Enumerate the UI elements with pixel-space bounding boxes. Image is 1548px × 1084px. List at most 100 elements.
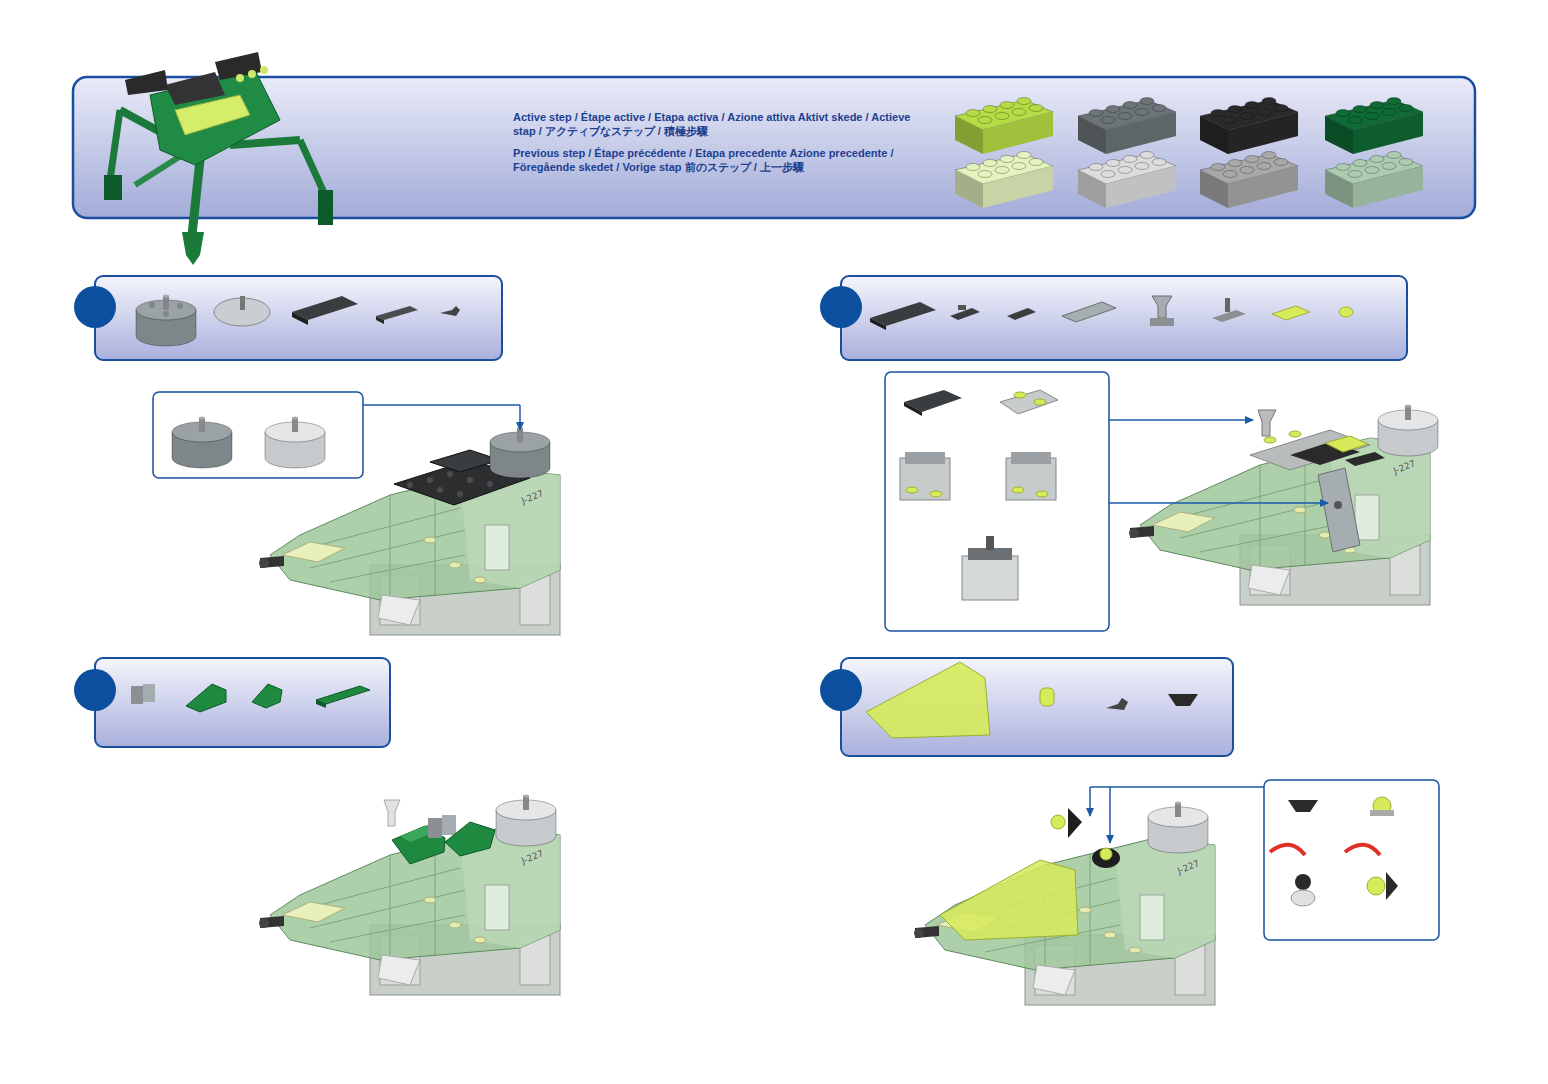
- part-icons: [1152, 296, 1172, 318]
- part-icons: [177, 303, 183, 309]
- legend-panel: [73, 77, 1475, 218]
- model-step-2: [1334, 501, 1342, 509]
- parts-bar: [95, 658, 390, 747]
- part-icons: [252, 684, 282, 708]
- part-icons: [316, 700, 326, 708]
- part-icons: [440, 306, 460, 316]
- part-icons: [149, 302, 155, 308]
- callout-content: [905, 452, 945, 464]
- brick-samples: [1078, 98, 1176, 155]
- part-icons: [163, 311, 169, 317]
- part-icons: [1150, 318, 1174, 326]
- callout-box: [153, 392, 363, 478]
- model-step-4: [1100, 848, 1112, 860]
- model-step-2: [1109, 419, 1253, 421]
- callout-content: [1270, 845, 1305, 855]
- callout-content: [1367, 877, 1385, 895]
- model-step-2: [1264, 437, 1276, 443]
- callout-content: [1014, 392, 1046, 405]
- callout-content: [900, 458, 950, 500]
- callout-content: [906, 487, 918, 493]
- callout-content: [1034, 399, 1046, 405]
- brick-samples: [1200, 98, 1298, 155]
- part-icons: [316, 686, 370, 704]
- legend-panel: [73, 77, 1475, 218]
- robot-model: [192, 160, 200, 235]
- part-icons: [1225, 298, 1230, 312]
- callout-content: [172, 417, 232, 469]
- part-icons: [1339, 307, 1353, 317]
- part-icons: [1272, 306, 1310, 320]
- robot-model: [248, 70, 256, 78]
- callout-content: [265, 417, 325, 469]
- robot-model: [104, 52, 333, 265]
- callout-box: [885, 372, 1109, 631]
- part-icons: [149, 299, 183, 317]
- model-step-3: [428, 818, 442, 838]
- part-icons: [866, 662, 1198, 738]
- brick-samples: [1200, 152, 1298, 209]
- model-step-1: [259, 468, 560, 635]
- model-step-2: [1289, 431, 1301, 437]
- robot-model: [300, 140, 325, 195]
- step-marker: [74, 669, 116, 711]
- brick-samples: [1325, 152, 1423, 209]
- brick-samples: [955, 98, 1423, 209]
- callout-content: [906, 487, 942, 497]
- model-step-2: [1109, 502, 1328, 504]
- callout-content: [986, 536, 994, 550]
- callout-content: [1295, 874, 1311, 890]
- model-step-4: [1090, 786, 1264, 788]
- legend-text: Active step / Étape active / Etapa activ…: [513, 110, 913, 138]
- model-step-3: [442, 815, 456, 835]
- model-step-4: [1148, 802, 1208, 854]
- part-icons: [958, 305, 966, 310]
- part-icons: [163, 299, 169, 305]
- model-step-1: [407, 471, 493, 497]
- robot-model: [318, 190, 333, 225]
- part-icons: [136, 295, 460, 347]
- model-step-4: [1089, 787, 1091, 816]
- model-step-1: [447, 471, 453, 477]
- callout-content: [172, 390, 1398, 906]
- part-icons: [292, 312, 308, 325]
- model-step-4: [940, 860, 1078, 940]
- callout-content: [1011, 452, 1051, 464]
- robot-model: [110, 110, 120, 180]
- robot-model: [150, 70, 280, 165]
- part-icons: [292, 296, 358, 320]
- part-icons: [870, 302, 936, 326]
- brick-samples: [1078, 152, 1176, 209]
- model-step-4: [914, 838, 1215, 1005]
- model-step-1: [467, 477, 473, 483]
- parts-bar: [841, 658, 1233, 756]
- model-step-4: [1068, 808, 1082, 838]
- callout-content: [930, 491, 942, 497]
- callout-content: [1006, 458, 1056, 500]
- robot-model: [236, 66, 268, 82]
- callout-content: [1386, 872, 1398, 900]
- brick-samples: [1325, 98, 1423, 155]
- model-step-4: [914, 787, 1264, 1005]
- callout-box: [153, 372, 1439, 940]
- part-icons: [376, 306, 418, 320]
- model-step-2: [1345, 452, 1385, 466]
- model-step-1: [427, 477, 433, 483]
- robot-model: [104, 175, 122, 200]
- model-step-1: [457, 491, 463, 497]
- part-icons: [866, 662, 990, 738]
- step-marker: [74, 286, 116, 328]
- model-step-2: [1378, 405, 1438, 457]
- callout-content: [904, 402, 922, 416]
- model-step-1: [407, 482, 413, 488]
- part-icons: [1040, 688, 1054, 706]
- model-step-3: [496, 795, 556, 847]
- part-icons: [870, 296, 1353, 330]
- model-step-3: [259, 795, 560, 996]
- model-step-2: [1258, 410, 1276, 436]
- callout-box: [1264, 780, 1439, 940]
- model-step-1: [437, 487, 443, 493]
- parts-bar: [841, 276, 1407, 360]
- callout-content: [1345, 845, 1380, 855]
- robot-model: [165, 72, 225, 105]
